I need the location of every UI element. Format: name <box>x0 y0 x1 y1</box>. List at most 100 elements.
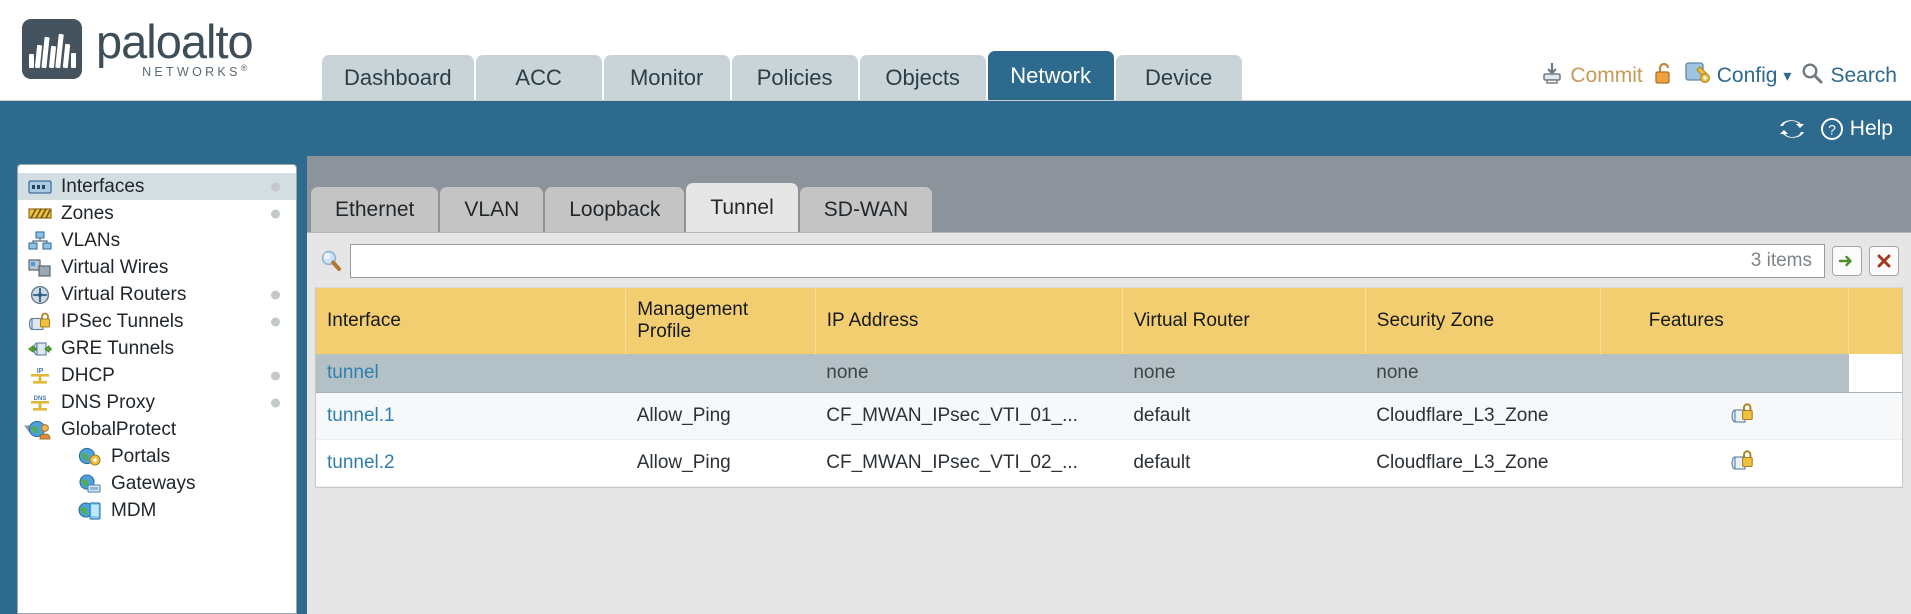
main-tab-device[interactable]: Device <box>1115 55 1242 100</box>
main-tab-dashboard[interactable]: Dashboard <box>322 55 474 100</box>
svg-text:DNS: DNS <box>34 396 47 402</box>
sidebar-item-interfaces[interactable]: Interfaces <box>18 173 296 200</box>
search-button[interactable]: Search <box>1800 61 1897 91</box>
sidebar-item-gre-tunnels[interactable]: GRE Tunnels <box>18 335 296 362</box>
clear-filter-button[interactable] <box>1869 246 1899 276</box>
sidebar-item-virtual-wires[interactable]: Virtual Wires <box>18 254 296 281</box>
cell-spacer <box>1848 353 1902 393</box>
cell-interface[interactable]: tunnel.1 <box>316 392 626 440</box>
config-lock-button[interactable] <box>1652 61 1676 91</box>
sidebar-item-vlans[interactable]: VLANs <box>18 227 296 254</box>
interfaces-icon <box>28 177 54 197</box>
config-wrench-icon <box>1685 61 1711 91</box>
cell-spacer <box>1848 439 1902 487</box>
virtual-wires-icon <box>28 258 54 278</box>
sidebar-item-label: Zones <box>61 202 114 224</box>
column-header-security-zone[interactable]: Security Zone <box>1365 287 1601 354</box>
column-header-spacer <box>1848 287 1902 354</box>
cell-security-zone: none <box>1365 353 1601 393</box>
toolbar-right-actions: ? Help <box>1779 116 1893 142</box>
interfaces-icon <box>28 179 52 194</box>
portals-icon <box>78 447 104 467</box>
svg-text:?: ? <box>1828 121 1836 137</box>
cell-interface[interactable]: tunnel.2 <box>316 439 626 487</box>
sidebar-item-status-dot <box>271 182 280 191</box>
main-tab-acc[interactable]: ACC <box>475 55 602 100</box>
dhcp-icon: IP <box>28 366 54 386</box>
column-header-interface[interactable]: Interface <box>316 287 627 354</box>
cell-management-profile: Allow_Ping <box>625 392 816 440</box>
tunnel-panel: 3 items <box>307 232 1911 614</box>
cell-management-profile <box>625 353 816 393</box>
ipsec-tunnels-icon <box>28 312 54 332</box>
filter-bar: 3 items <box>315 242 1903 287</box>
sidebar-item-ipsec-tunnels[interactable]: IPSec Tunnels <box>18 308 296 335</box>
mdm-icon <box>78 501 101 520</box>
sidebar-item-label: Portals <box>111 445 171 467</box>
virtual-routers-icon <box>30 285 50 304</box>
search-label: Search <box>1830 64 1897 87</box>
gre-tunnels-icon <box>28 341 52 356</box>
cell-ip-address: CF_MWAN_IPsec_VTI_02_... <box>815 439 1123 487</box>
sidebar-item-status-dot <box>271 290 280 299</box>
refresh-icon <box>1779 119 1804 138</box>
globalprotect-icon <box>28 420 51 439</box>
sidebar-item-mdm[interactable]: MDM <box>18 497 296 524</box>
sub-tab-loopback[interactable]: Loopback <box>545 187 685 232</box>
virtual-routers-icon <box>28 285 54 305</box>
commit-button[interactable]: Commit <box>1540 61 1643 91</box>
main-tab-monitor[interactable]: Monitor <box>603 55 730 100</box>
cell-features <box>1600 392 1849 440</box>
help-button[interactable]: ? Help <box>1819 116 1893 142</box>
virtual-wires-icon <box>28 258 51 277</box>
sidebar-item-label: Virtual Wires <box>61 256 169 278</box>
cell-virtual-router: none <box>1122 353 1366 393</box>
gateways-icon <box>79 473 101 493</box>
cell-security-zone: Cloudflare_L3_Zone <box>1365 439 1601 487</box>
refresh-button[interactable] <box>1779 117 1805 141</box>
sidebar-item-zones[interactable]: Zones <box>18 200 296 227</box>
column-header-ip-address[interactable]: IP Address <box>815 287 1123 354</box>
sub-tab-sd-wan[interactable]: SD-WAN <box>799 187 933 232</box>
config-dropdown[interactable]: Config ▾ <box>1685 61 1791 91</box>
sidebar-item-globalprotect[interactable]: GlobalProtect <box>18 416 296 443</box>
sub-tab-tunnel[interactable]: Tunnel <box>686 183 798 232</box>
main-tab-policies[interactable]: Policies <box>731 55 858 100</box>
sub-tab-vlan[interactable]: VLAN <box>440 187 544 232</box>
main-tab-network[interactable]: Network <box>987 51 1114 100</box>
sidebar-item-gateways[interactable]: Gateways <box>18 470 296 497</box>
vlans-icon <box>28 230 52 250</box>
apply-filter-button[interactable] <box>1832 246 1862 276</box>
vlans-icon <box>28 230 54 251</box>
commit-label: Commit <box>1570 64 1643 87</box>
cell-features <box>1600 353 1849 393</box>
cell-virtual-router: default <box>1122 439 1366 487</box>
cell-interface[interactable]: tunnel <box>316 353 626 393</box>
sidebar-item-label: GlobalProtect <box>61 418 177 440</box>
sidebar-item-status-dot <box>271 317 280 326</box>
cell-ip-address: none <box>815 353 1123 393</box>
ipsec-tunnels-icon <box>28 312 51 330</box>
sidebar-item-portals[interactable]: Portals <box>18 443 296 470</box>
column-header-virtual-router[interactable]: Virtual Router <box>1122 287 1366 354</box>
commit-icon <box>1540 61 1564 91</box>
sidebar-item-virtual-routers[interactable]: Virtual Routers <box>18 281 296 308</box>
column-header-features[interactable]: Features <box>1600 287 1850 354</box>
search-input[interactable]: 3 items <box>350 244 1825 278</box>
sub-tab-ethernet[interactable]: Ethernet <box>311 187 439 232</box>
main-tab-objects[interactable]: Objects <box>859 55 986 100</box>
sidebar-item-label: Gateways <box>111 472 196 494</box>
zones-icon <box>28 207 52 219</box>
header-actions: Commit Config ▾ <box>1540 61 1897 91</box>
